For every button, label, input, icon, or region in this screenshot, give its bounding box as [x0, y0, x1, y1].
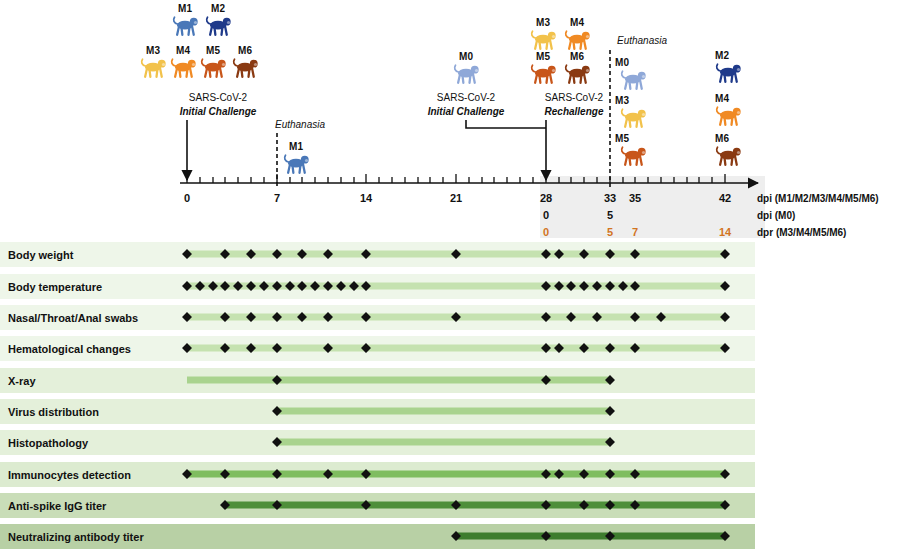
row-label: Immunocytes detection	[8, 469, 131, 481]
row-label: Neutralizing antibody titer	[8, 531, 144, 543]
row-label: Anti-spike IgG titer	[8, 500, 106, 512]
axis-number: 0	[184, 192, 190, 204]
measurement-row: Neutralizing antibody titer	[0, 524, 755, 549]
event-lines	[187, 50, 610, 187]
monkey-id: M1	[178, 3, 192, 14]
axis-number: 7	[632, 226, 638, 238]
event-label: Initial Challenge	[180, 106, 257, 117]
axis-number: 5	[607, 226, 613, 238]
row-label: X-ray	[8, 375, 36, 387]
row-label: Body temperature	[8, 281, 102, 293]
measurement-row: X-ray	[0, 368, 755, 393]
monkey-id: M3	[146, 45, 160, 56]
period-bars	[187, 251, 725, 540]
monkey-id: M6	[238, 45, 252, 56]
agent-label: SARS-CoV-2	[189, 92, 247, 103]
monkey-id: M4	[715, 93, 729, 104]
measurement-row: Histopathology	[0, 430, 755, 455]
axis-caption: dpi (M1/M2/M3/M4/M5/M6)	[757, 193, 879, 204]
event-label: Initial Challenge	[428, 106, 505, 117]
monkey-id: M6	[715, 133, 729, 144]
row-label: Virus distribution	[8, 406, 99, 418]
axis-caption: dpr (M3/M4/M5/M6)	[757, 227, 846, 238]
row-label: Nasal/Throat/Anal swabs	[8, 312, 138, 324]
axis-number: 0	[543, 226, 549, 238]
measurement-row: Hematological changes	[0, 336, 755, 361]
monkey-id: M2	[715, 50, 729, 61]
sampling-diamonds	[182, 249, 730, 541]
monkey-id: M3	[536, 17, 550, 28]
measurement-row: Immunocytes detection	[0, 462, 755, 487]
measurement-row: Nasal/Throat/Anal swabs	[0, 305, 755, 330]
monkey-id: M5	[206, 45, 220, 56]
row-label: Body weight	[8, 249, 73, 261]
axis-number: 5	[607, 209, 613, 221]
row-label: Hematological changes	[8, 343, 131, 355]
monkey-id: M0	[615, 57, 629, 68]
monkey-icons	[142, 17, 741, 173]
monkey-id: M6	[570, 51, 584, 62]
monkey-id: M2	[211, 3, 225, 14]
axis-number: 33	[604, 192, 616, 204]
measurement-row: Body temperature	[0, 274, 755, 299]
monkey-id: M5	[615, 133, 629, 144]
monkey-id: M1	[289, 141, 303, 152]
axis-number: 21	[450, 192, 462, 204]
measurement-row: Body weight	[0, 242, 755, 267]
agent-label: SARS-CoV-2	[545, 92, 603, 103]
event-label: Euthanasia	[275, 119, 325, 130]
monkey-id: M4	[570, 17, 584, 28]
row-bands	[0, 242, 755, 549]
axis-caption: dpi (M0)	[757, 210, 795, 221]
measurement-row: Virus distribution	[0, 399, 755, 424]
axis-number: 7	[274, 192, 280, 204]
monkey-id: M3	[615, 95, 629, 106]
rechallenge-region	[540, 176, 765, 238]
row-label: Histopathology	[8, 437, 88, 449]
agent-label: SARS-CoV-2	[437, 92, 495, 103]
event-label: Euthanasia	[617, 35, 667, 46]
time-axis	[180, 174, 758, 183]
axis-number: 35	[629, 192, 641, 204]
axis-number: 42	[719, 192, 731, 204]
monkey-id: M5	[536, 51, 550, 62]
axis-number: 14	[719, 226, 731, 238]
axis-number: 0	[543, 209, 549, 221]
monkey-id: M4	[176, 45, 190, 56]
monkey-id: M0	[459, 51, 473, 62]
measurement-row: Anti-spike IgG titer	[0, 493, 755, 518]
axis-number: 28	[540, 192, 552, 204]
axis-number: 14	[360, 192, 372, 204]
event-label: Rechallenge	[545, 106, 604, 117]
